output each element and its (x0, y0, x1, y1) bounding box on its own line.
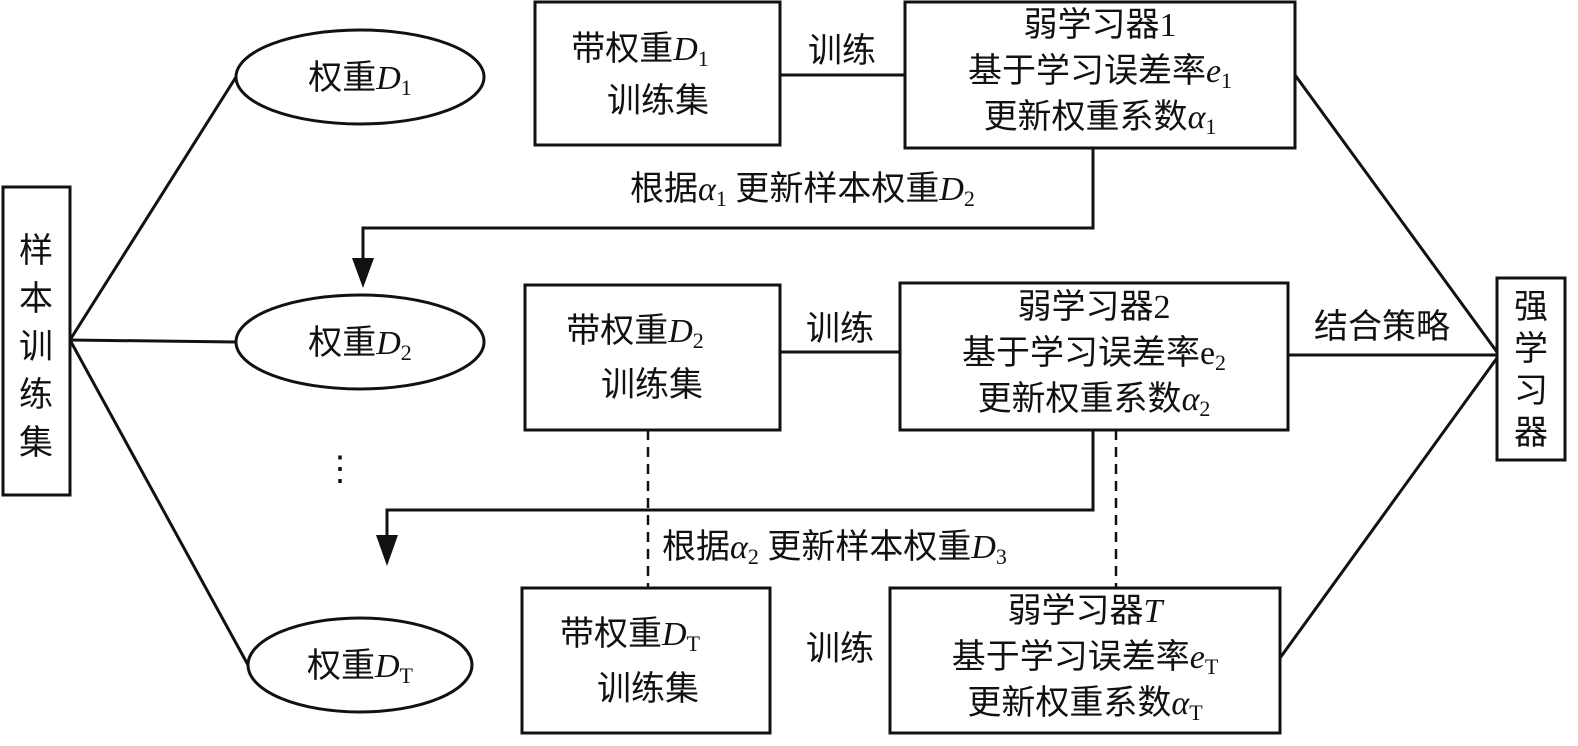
train-label-T: 训练 (806, 630, 874, 668)
svg-text:样: 样 (19, 232, 53, 270)
svg-text:学: 学 (1514, 330, 1548, 368)
weighted-train-set-1: 带权重D1 训练集 (533, 0, 782, 147)
svg-text:基于学习误差率e2: 基于学习误差率e2 (962, 334, 1226, 375)
svg-text:更新权重系数α2: 更新权重系数α2 (978, 380, 1211, 421)
update-arrow-2: 根据α2 更新样本权重D3 (376, 430, 1095, 569)
strong-learner-box: 强 学 习 器 (1495, 276, 1567, 462)
svg-text:更新权重系数αT: 更新权重系数αT (967, 684, 1203, 725)
svg-text:根据α2 更新样本权重D3: 根据α2 更新样本权重D3 (662, 528, 1007, 569)
svg-text:带权重D1: 带权重D1 (571, 30, 709, 71)
svg-text:训练集: 训练集 (601, 366, 703, 404)
update-arrow-1: 根据α1 更新样本权重D2 (352, 148, 1095, 288)
weak-learner-T: 弱学习器T 基于学习误差率eT 更新权重系数αT (888, 586, 1282, 735)
right-connectors (1278, 74, 1499, 659)
weight-ellipse-2: 权重D2 (234, 293, 486, 391)
sample-training-set-box: 样 本 训 练 集 (1, 185, 72, 497)
svg-text:弱学习器T: 弱学习器T (1008, 592, 1165, 630)
svg-text:基于学习误差率eT: 基于学习误差率eT (952, 638, 1219, 679)
weighted-train-set-T: 带权重DT 训练集 (520, 586, 772, 735)
train-label-1: 训练 (808, 32, 876, 70)
svg-text:带权重DT: 带权重DT (560, 615, 701, 656)
svg-text:弱学习器2: 弱学习器2 (1018, 288, 1171, 326)
svg-text:训练集: 训练集 (597, 670, 699, 708)
svg-text:强: 强 (1514, 289, 1548, 326)
left-connectors (68, 76, 250, 666)
svg-text:训练集: 训练集 (607, 82, 709, 120)
svg-text:权重D1: 权重D1 (308, 59, 412, 100)
combine-strategy-label: 结合策略 (1314, 308, 1450, 346)
weighted-train-set-2: 带权重D2 训练集 (523, 283, 782, 432)
svg-text:习: 习 (1514, 373, 1548, 410)
svg-text:根据α1 更新样本权重D2: 根据α1 更新样本权重D2 (630, 170, 975, 211)
svg-text:基于学习误差率e1: 基于学习误差率e1 (968, 52, 1232, 93)
svg-text:弱学习器1: 弱学习器1 (1024, 6, 1177, 44)
svg-text:器: 器 (1514, 415, 1548, 452)
weight-ellipse-1: 权重D1 (234, 28, 486, 126)
svg-text:集: 集 (19, 424, 53, 462)
svg-text:带权重D2: 带权重D2 (566, 312, 704, 353)
train-label-2: 训练 (806, 310, 874, 348)
svg-text:本: 本 (19, 280, 53, 318)
weight-ellipse-T: 权重DT (246, 616, 474, 714)
vertical-ellipsis: ⋮ (323, 451, 357, 488)
weak-learner-2: 弱学习器2 基于学习误差率e2 更新权重系数α2 (898, 281, 1290, 432)
svg-text:权重D2: 权重D2 (308, 324, 412, 365)
svg-text:权重DT: 权重DT (307, 647, 414, 688)
svg-text:更新权重系数α1: 更新权重系数α1 (984, 98, 1217, 139)
svg-text:训: 训 (19, 329, 53, 366)
svg-text:练: 练 (19, 376, 53, 414)
weak-learner-1: 弱学习器1 基于学习误差率e1 更新权重系数α1 (903, 0, 1297, 150)
